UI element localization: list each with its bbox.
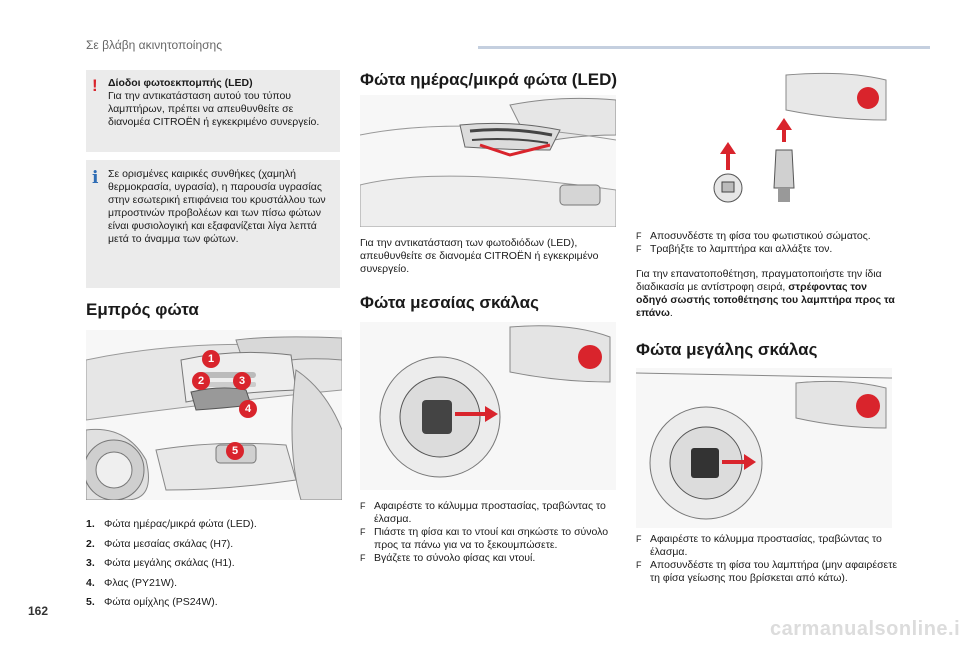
list-item: 5.Φώτα ομίχλης (PS24W). bbox=[86, 596, 218, 608]
drl-illustration bbox=[360, 95, 616, 227]
warning-note: ! Δίοδοι φωτοεκπομπής (LED) Για την αντι… bbox=[86, 70, 340, 152]
low-beam-illustration bbox=[360, 322, 616, 490]
callout-2: 2 bbox=[192, 372, 210, 390]
list-item: 4.Φλας (PY21W). bbox=[86, 576, 178, 589]
drl-text: Για την αντικατάσταση των φωτοδιόδων (LE… bbox=[360, 237, 599, 275]
warning-icon: ! bbox=[92, 76, 98, 95]
info-icon: i bbox=[92, 168, 99, 188]
bulb-drawing bbox=[636, 70, 892, 218]
warning-text: Για την αντικατάσταση αυτού του τύπου λα… bbox=[108, 90, 320, 128]
callout-5: 5 bbox=[226, 442, 244, 460]
front-lights-title: Εμπρός φώτα bbox=[86, 300, 199, 319]
callout-4: 4 bbox=[239, 400, 257, 418]
front-lights-illustration: 1 2 3 4 5 bbox=[86, 330, 342, 500]
high-beam-illustration bbox=[636, 368, 892, 528]
high-beam-drawing bbox=[636, 368, 892, 528]
list-item: 3.Φώτα μεγάλης σκάλας (H1). bbox=[86, 557, 235, 569]
low-beam-drawing bbox=[360, 322, 616, 490]
info-text: Σε ορισμένες καιρικές συνθήκες (χαμηλή θ… bbox=[108, 168, 326, 245]
page-header-title: Σε βλάβη ακινητοποίησης bbox=[86, 38, 223, 52]
high-beam-title: Φώτα μεγάλης σκάλας bbox=[636, 340, 818, 359]
callout-3: 3 bbox=[233, 372, 251, 390]
drl-title: Φώτα ημέρας/μικρά φώτα (LED) bbox=[360, 70, 618, 89]
warning-title: Δίοδοι φωτοεκπομπής (LED) bbox=[108, 77, 253, 89]
list-item: 1.Φώτα ημέρας/μικρά φώτα (LED). bbox=[86, 518, 257, 530]
list-item: 2.Φώτα μεσαίας σκάλας (H7). bbox=[86, 537, 234, 550]
header-bar bbox=[478, 46, 930, 49]
refit-text: Για την επανατοποθέτηση, πραγματοποιήστε… bbox=[636, 268, 895, 319]
footer-watermark: carmanualsonline.info bbox=[770, 618, 960, 640]
low-beam-title: Φώτα μεσαίας σκάλας bbox=[360, 293, 539, 312]
bulb-illustration bbox=[636, 70, 892, 218]
page-number: 162 bbox=[28, 604, 49, 618]
callout-1: 1 bbox=[202, 350, 220, 368]
info-note: i Σε ορισμένες καιρικές συνθήκες (χαμηλή… bbox=[86, 160, 340, 288]
front-lights-list: 1.Φώτα ημέρας/μικρά φώτα (LED). 2.Φώτα μ… bbox=[86, 515, 257, 613]
drl-drawing bbox=[360, 95, 616, 227]
